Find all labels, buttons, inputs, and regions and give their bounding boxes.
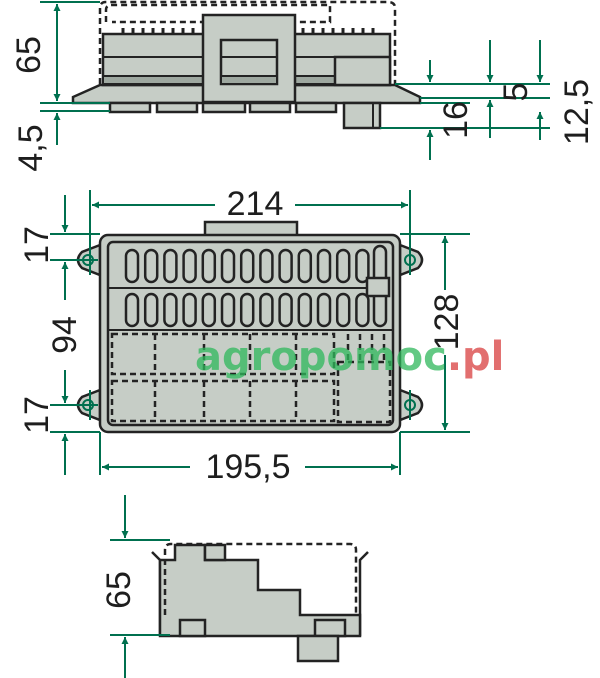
dim-front-bottom-margin: 17 — [18, 396, 56, 434]
dim-front-height: 128 — [428, 294, 466, 351]
fuse-slot — [316, 292, 332, 328]
watermark-logo: agropomoc.pl — [195, 334, 504, 380]
fuse-slot — [278, 292, 293, 328]
top-view: 65 4,5 5 16 12,5 — [10, 0, 596, 172]
fuse-slot — [124, 248, 140, 284]
fuse-slot — [316, 248, 332, 284]
fuse-slot — [182, 292, 197, 328]
dim-side-height: 65 — [100, 571, 138, 609]
fuse-slot — [297, 292, 313, 328]
fuse-slot — [297, 248, 313, 284]
fuse-slot — [239, 248, 255, 284]
fuse-slot — [220, 292, 236, 328]
dim-front-hole-spacing: 94 — [46, 316, 84, 354]
fuse-slot — [143, 248, 159, 284]
dim-front-top-margin: 17 — [18, 226, 56, 264]
fuse-slot — [163, 292, 178, 328]
fuse-slot — [201, 248, 217, 284]
fuse-slot — [239, 292, 255, 328]
dim-top-connector: 16 — [437, 101, 475, 139]
fuse-slot — [355, 248, 370, 284]
fuse-slot — [278, 248, 293, 284]
fuse-slot — [259, 248, 274, 284]
fuse-slot — [335, 292, 351, 328]
fuse-slot — [259, 292, 274, 328]
dim-top-step-a: 5 — [497, 83, 535, 102]
fuse-slots-row-2 — [124, 292, 370, 328]
fuse-slot — [182, 248, 197, 284]
fuse-slot — [220, 248, 236, 284]
front-view: 214 17 94 17 128 195,5 agropomoc.pl — [18, 185, 504, 486]
dim-top-step-b: 12,5 — [558, 79, 596, 145]
dim-top-foot: 4,5 — [12, 124, 50, 171]
fuse-slots-row-1 — [124, 248, 370, 284]
dim-front-width-top: 214 — [227, 185, 284, 223]
fuse-slot — [163, 248, 178, 284]
fuse-slot — [124, 292, 140, 328]
front-dimension-lines — [50, 190, 470, 475]
side-view: 65 — [100, 495, 369, 678]
dim-top-height: 65 — [10, 36, 48, 74]
top-dimension-lines — [40, 1, 550, 160]
dim-front-width-bottom: 195,5 — [205, 448, 290, 486]
fuse-slot — [355, 292, 370, 328]
top-ribs — [121, 28, 375, 34]
fuse-slot — [335, 248, 351, 284]
fuse-slot — [143, 292, 159, 328]
fuse-slot — [201, 292, 217, 328]
